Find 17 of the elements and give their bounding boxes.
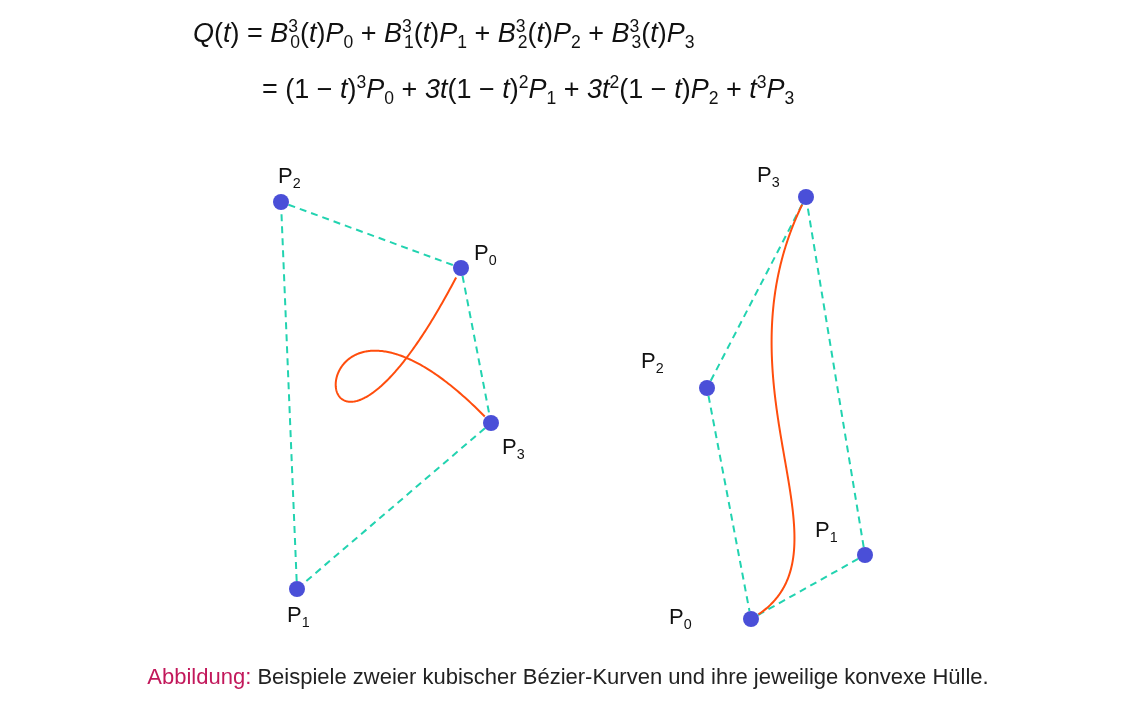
point-label: P$_{0}$ (669, 604, 692, 633)
point-label: P$_{1}$ (287, 602, 310, 631)
formula-line: Q(t) = B$^{3}$$_{0}$(t)P$_{0}$ + B$^{3}$$_{1}$(t)P$_{1}$ + B$^{3}$$_{2}$(t)P$_{2}$ + B$^{3}$$_{3}$(t)P$_{3}$ (193, 16, 695, 54)
bezier-curve (334, 276, 486, 418)
hull-line (709, 203, 804, 382)
point-label: P$_{3}$ (502, 434, 525, 463)
hull-line (757, 557, 859, 617)
point-label: P$_{1}$ (815, 517, 838, 546)
formula-line: = (1 − t)$^{3}$P$_{0}$ + 3t(1 − t)$^{2}$P$_{1}$ + 3t$^{2}$(1 − t)P$_{2}$ + t$^{3}$P$_{3}$ (262, 72, 795, 110)
point-label: P$_{2}$ (278, 163, 301, 192)
point-label: P$_{3}$ (757, 162, 780, 191)
bezier-curve (757, 203, 804, 616)
hull-line (287, 203, 455, 267)
figure-caption: Abbildung: Beispiele zweier kubischer Bézier-Kurven und ihre jeweilige konvexe Hülle. (146, 664, 990, 690)
point-label: P$_{0}$ (474, 240, 497, 269)
point-label: P$_{2}$ (641, 348, 664, 377)
hull-line (707, 394, 751, 613)
